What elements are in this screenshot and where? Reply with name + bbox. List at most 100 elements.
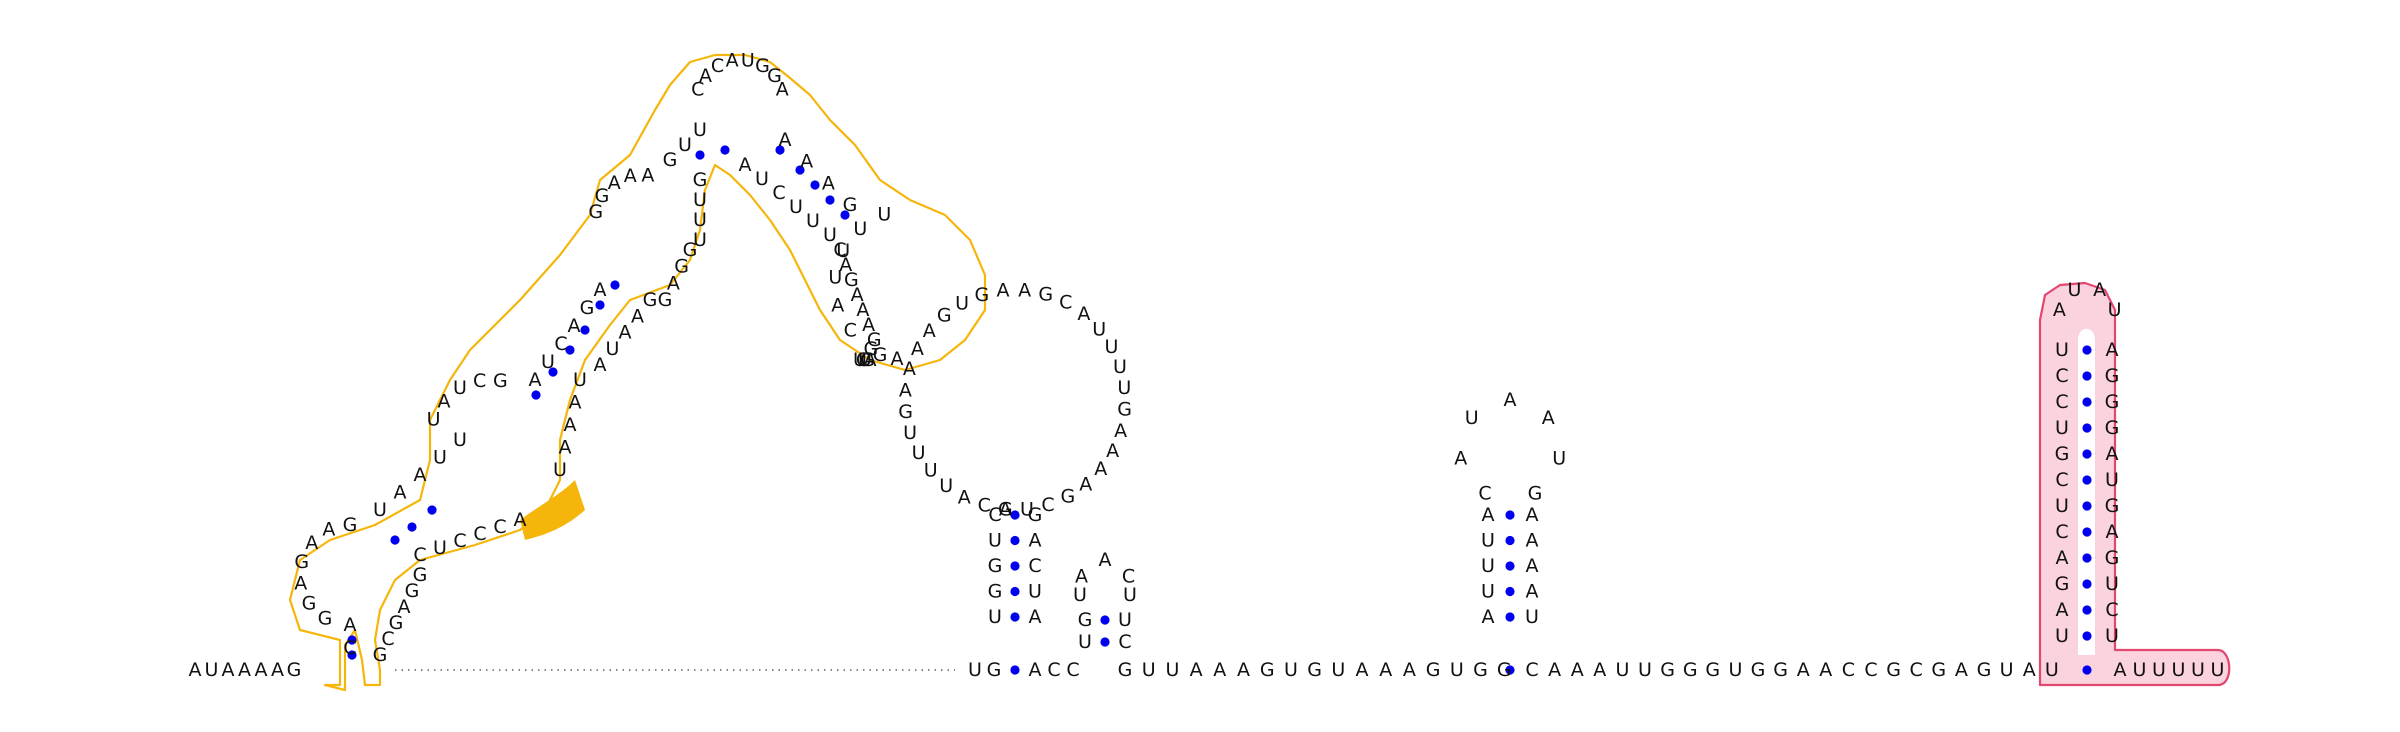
highlighted-region xyxy=(520,480,585,540)
nucleotide-46: G xyxy=(767,65,782,87)
nucleotide-154: A xyxy=(958,487,971,509)
nucleotide-214: C xyxy=(1842,659,1855,681)
base-pair-dot-9 xyxy=(595,300,605,310)
nucleotide-69: G xyxy=(405,580,420,602)
nucleotide-245: U xyxy=(2105,573,2119,595)
base-pair-dot-5 xyxy=(531,390,541,400)
nucleotide-88: A xyxy=(667,272,680,294)
base-pair-dot-34 xyxy=(2082,397,2092,407)
nucleotide-38: U xyxy=(678,134,692,156)
nucleotide-64: U xyxy=(853,349,867,371)
nucleotide-220: G xyxy=(1977,659,1992,681)
nucleotide-48: A xyxy=(779,129,792,151)
nucleotide-159: U xyxy=(1118,609,1132,631)
base-pair-dot-32 xyxy=(2082,345,2092,355)
nucleotide-197: A xyxy=(1542,407,1555,429)
base-pair-dot-41 xyxy=(2082,579,2092,589)
nucleotide-42: C xyxy=(711,55,724,77)
nucleotide-209: U xyxy=(1728,659,1742,681)
base-pair-dot-23 xyxy=(1010,665,1020,675)
nucleotide-250: A xyxy=(2093,279,2106,301)
nucleotide-85: A xyxy=(631,305,644,327)
nucleotide-92: U xyxy=(693,209,707,231)
nucleotide-98: U xyxy=(789,196,803,218)
nucleotide-50: A xyxy=(822,172,835,194)
nucleotide-102: A xyxy=(839,254,852,276)
nucleotide-138: C xyxy=(1059,291,1072,313)
nucleotide-31: A xyxy=(594,279,607,301)
nucleotide-118: A xyxy=(1029,606,1042,628)
nucleotide-180: U xyxy=(1450,659,1464,681)
nucleotide-204: U xyxy=(1615,659,1629,681)
base-pair-dot-17 xyxy=(840,210,850,220)
nucleotide-2: A xyxy=(222,659,235,681)
base-pair-dot-12 xyxy=(720,145,730,155)
nucleotide-132: G xyxy=(1117,399,1132,421)
nucleotide-237: G xyxy=(2105,365,2120,387)
nucleotide-201: A xyxy=(1548,659,1561,681)
nucleotide-170: A xyxy=(1213,659,1226,681)
base-pair-dot-7 xyxy=(565,345,575,355)
nucleotide-80: A xyxy=(569,392,582,414)
nucleotide-125: U xyxy=(1020,498,1034,520)
nucleotide-124: A xyxy=(999,499,1012,521)
base-pair-dot-30 xyxy=(1505,612,1515,622)
nucleotide-103: G xyxy=(844,269,859,291)
nucleotide-70: G xyxy=(413,564,428,586)
nucleotide-198: U xyxy=(1552,448,1566,470)
nucleotide-121: A xyxy=(1029,659,1042,681)
nucleotide-207: G xyxy=(1683,659,1698,681)
nucleotide-143: U xyxy=(955,293,969,315)
nucleotide-83: U xyxy=(606,338,620,360)
nucleotide-187: A xyxy=(1482,606,1495,628)
nucleotide-74: C xyxy=(473,523,486,545)
base-pair-dot-2 xyxy=(390,535,400,545)
nucleotide-19: U xyxy=(433,447,447,469)
nucleotide-196: A xyxy=(1504,389,1517,411)
nucleotide-146: A xyxy=(911,338,924,360)
nucleotide-86: G xyxy=(643,289,658,311)
nucleotide-72: U xyxy=(433,537,447,559)
nucleotide-51: G xyxy=(843,194,858,216)
nucleotide-29: A xyxy=(568,315,581,337)
nucleotide-161: A xyxy=(1075,565,1088,587)
nucleotide-32: G xyxy=(588,201,603,223)
nucleotide-219: A xyxy=(1955,659,1968,681)
nucleotide-145: A xyxy=(923,320,936,342)
nucleotide-166: G xyxy=(1118,659,1133,681)
nucleotide-193: C xyxy=(1478,482,1491,504)
nucleotide-185: U xyxy=(1481,555,1495,577)
base-pair-dot-39 xyxy=(2082,527,2092,537)
nucleotide-246: C xyxy=(2105,599,2118,621)
nucleotide-249: U xyxy=(2067,279,2081,301)
nucleotide-52: U xyxy=(877,204,891,226)
nucleotide-165: U xyxy=(1123,584,1137,606)
nucleotide-127: G xyxy=(1061,485,1076,507)
nucleotide-82: A xyxy=(594,354,607,376)
nucleotide-99: U xyxy=(806,210,820,232)
nucleotide-213: A xyxy=(1819,659,1832,681)
nucleotide-251: U xyxy=(2108,299,2122,321)
nucleotide-114: G xyxy=(1028,504,1043,526)
nucleotide-188: A xyxy=(1526,504,1539,526)
base-pair-dot-44 xyxy=(2082,665,2092,675)
base-pair-dot-4 xyxy=(427,505,437,515)
base-pair-dot-8 xyxy=(580,325,590,335)
nucleotide-158: U xyxy=(1078,631,1092,653)
base-pair-dot-40 xyxy=(2082,553,2092,563)
nucleotide-37: G xyxy=(663,149,678,171)
base-pair-dot-42 xyxy=(2082,605,2092,615)
nucleotide-104: A xyxy=(851,284,864,306)
nucleotide-131: A xyxy=(1114,420,1127,442)
nucleotide-13: A xyxy=(305,532,318,554)
nucleotide-8: A xyxy=(344,614,357,636)
base-pair-dot-22 xyxy=(1010,612,1020,622)
base-pair-dot-16 xyxy=(825,195,835,205)
nucleotide-217: C xyxy=(1910,659,1923,681)
nucleotide-23: U xyxy=(453,377,467,399)
nucleotide-191: A xyxy=(1526,581,1539,603)
base-pair-dot-31 xyxy=(1505,665,1515,675)
nucleotide-208: G xyxy=(1705,659,1720,681)
nucleotide-78: A xyxy=(559,437,572,459)
nucleotide-108: G xyxy=(873,344,888,366)
